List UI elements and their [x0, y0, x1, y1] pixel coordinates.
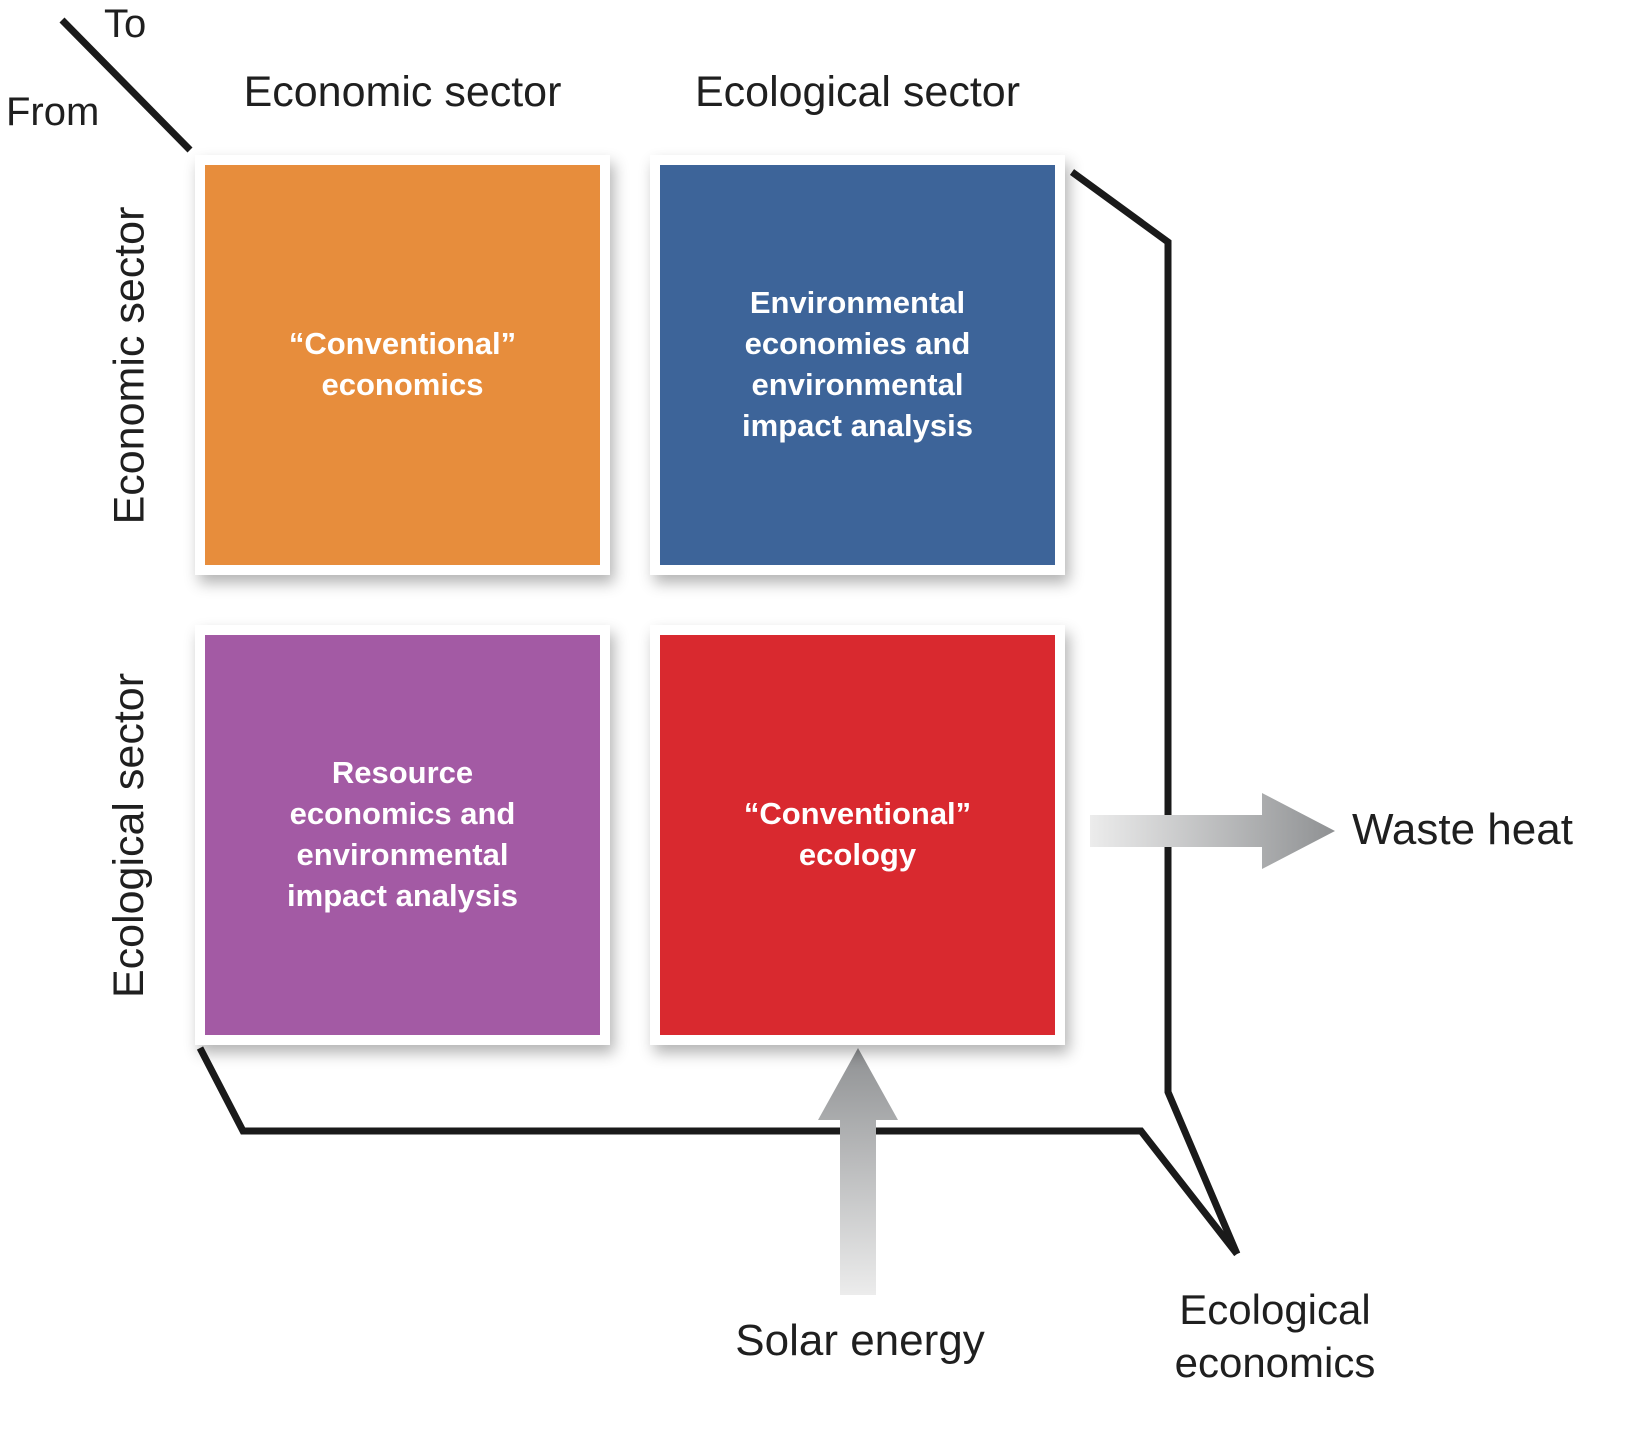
- ecological-economics-label: Ecological economics: [1174, 1286, 1376, 1386]
- column-header-economic-sector: Economic sector: [243, 68, 562, 116]
- ecological-economics-bracket-right: [1069, 169, 1241, 1256]
- column-header-ecological-sector: Ecological sector: [694, 68, 1021, 116]
- cell-environmental-economies: Environmental economies and environmenta…: [650, 155, 1065, 575]
- cell-conventional-economics: “Conventional” economics: [195, 155, 610, 575]
- waste-heat-label: Waste heat: [1352, 805, 1573, 854]
- from-corner-label: From: [6, 90, 100, 134]
- cell-conventional-ecology-label: “Conventional” ecology: [743, 796, 972, 872]
- solar-energy-label: Solar energy: [735, 1316, 985, 1365]
- ecological-economics-bracket-bottom: [196, 1046, 1240, 1257]
- row-header-ecological-sector: Ecological sector: [95, 625, 165, 1045]
- cell-resource-economics: Resource economics and environmental imp…: [195, 625, 610, 1045]
- row-header-ecological-sector-text: Ecological sector: [105, 672, 154, 998]
- solar-energy-arrow: [818, 1048, 898, 1295]
- row-header-economic-sector-text: Economic sector: [105, 206, 154, 524]
- waste-heat-arrow: [1090, 793, 1335, 869]
- cell-resource-economics-label: Resource economics and environmental imp…: [287, 755, 518, 913]
- cell-environmental-economies-label: Environmental economies and environmenta…: [742, 285, 973, 443]
- to-corner-label: To: [104, 2, 147, 46]
- cell-conventional-economics-label: “Conventional” economics: [288, 326, 517, 402]
- row-header-economic-sector: Economic sector: [95, 155, 165, 575]
- cell-conventional-ecology: “Conventional” ecology: [650, 625, 1065, 1045]
